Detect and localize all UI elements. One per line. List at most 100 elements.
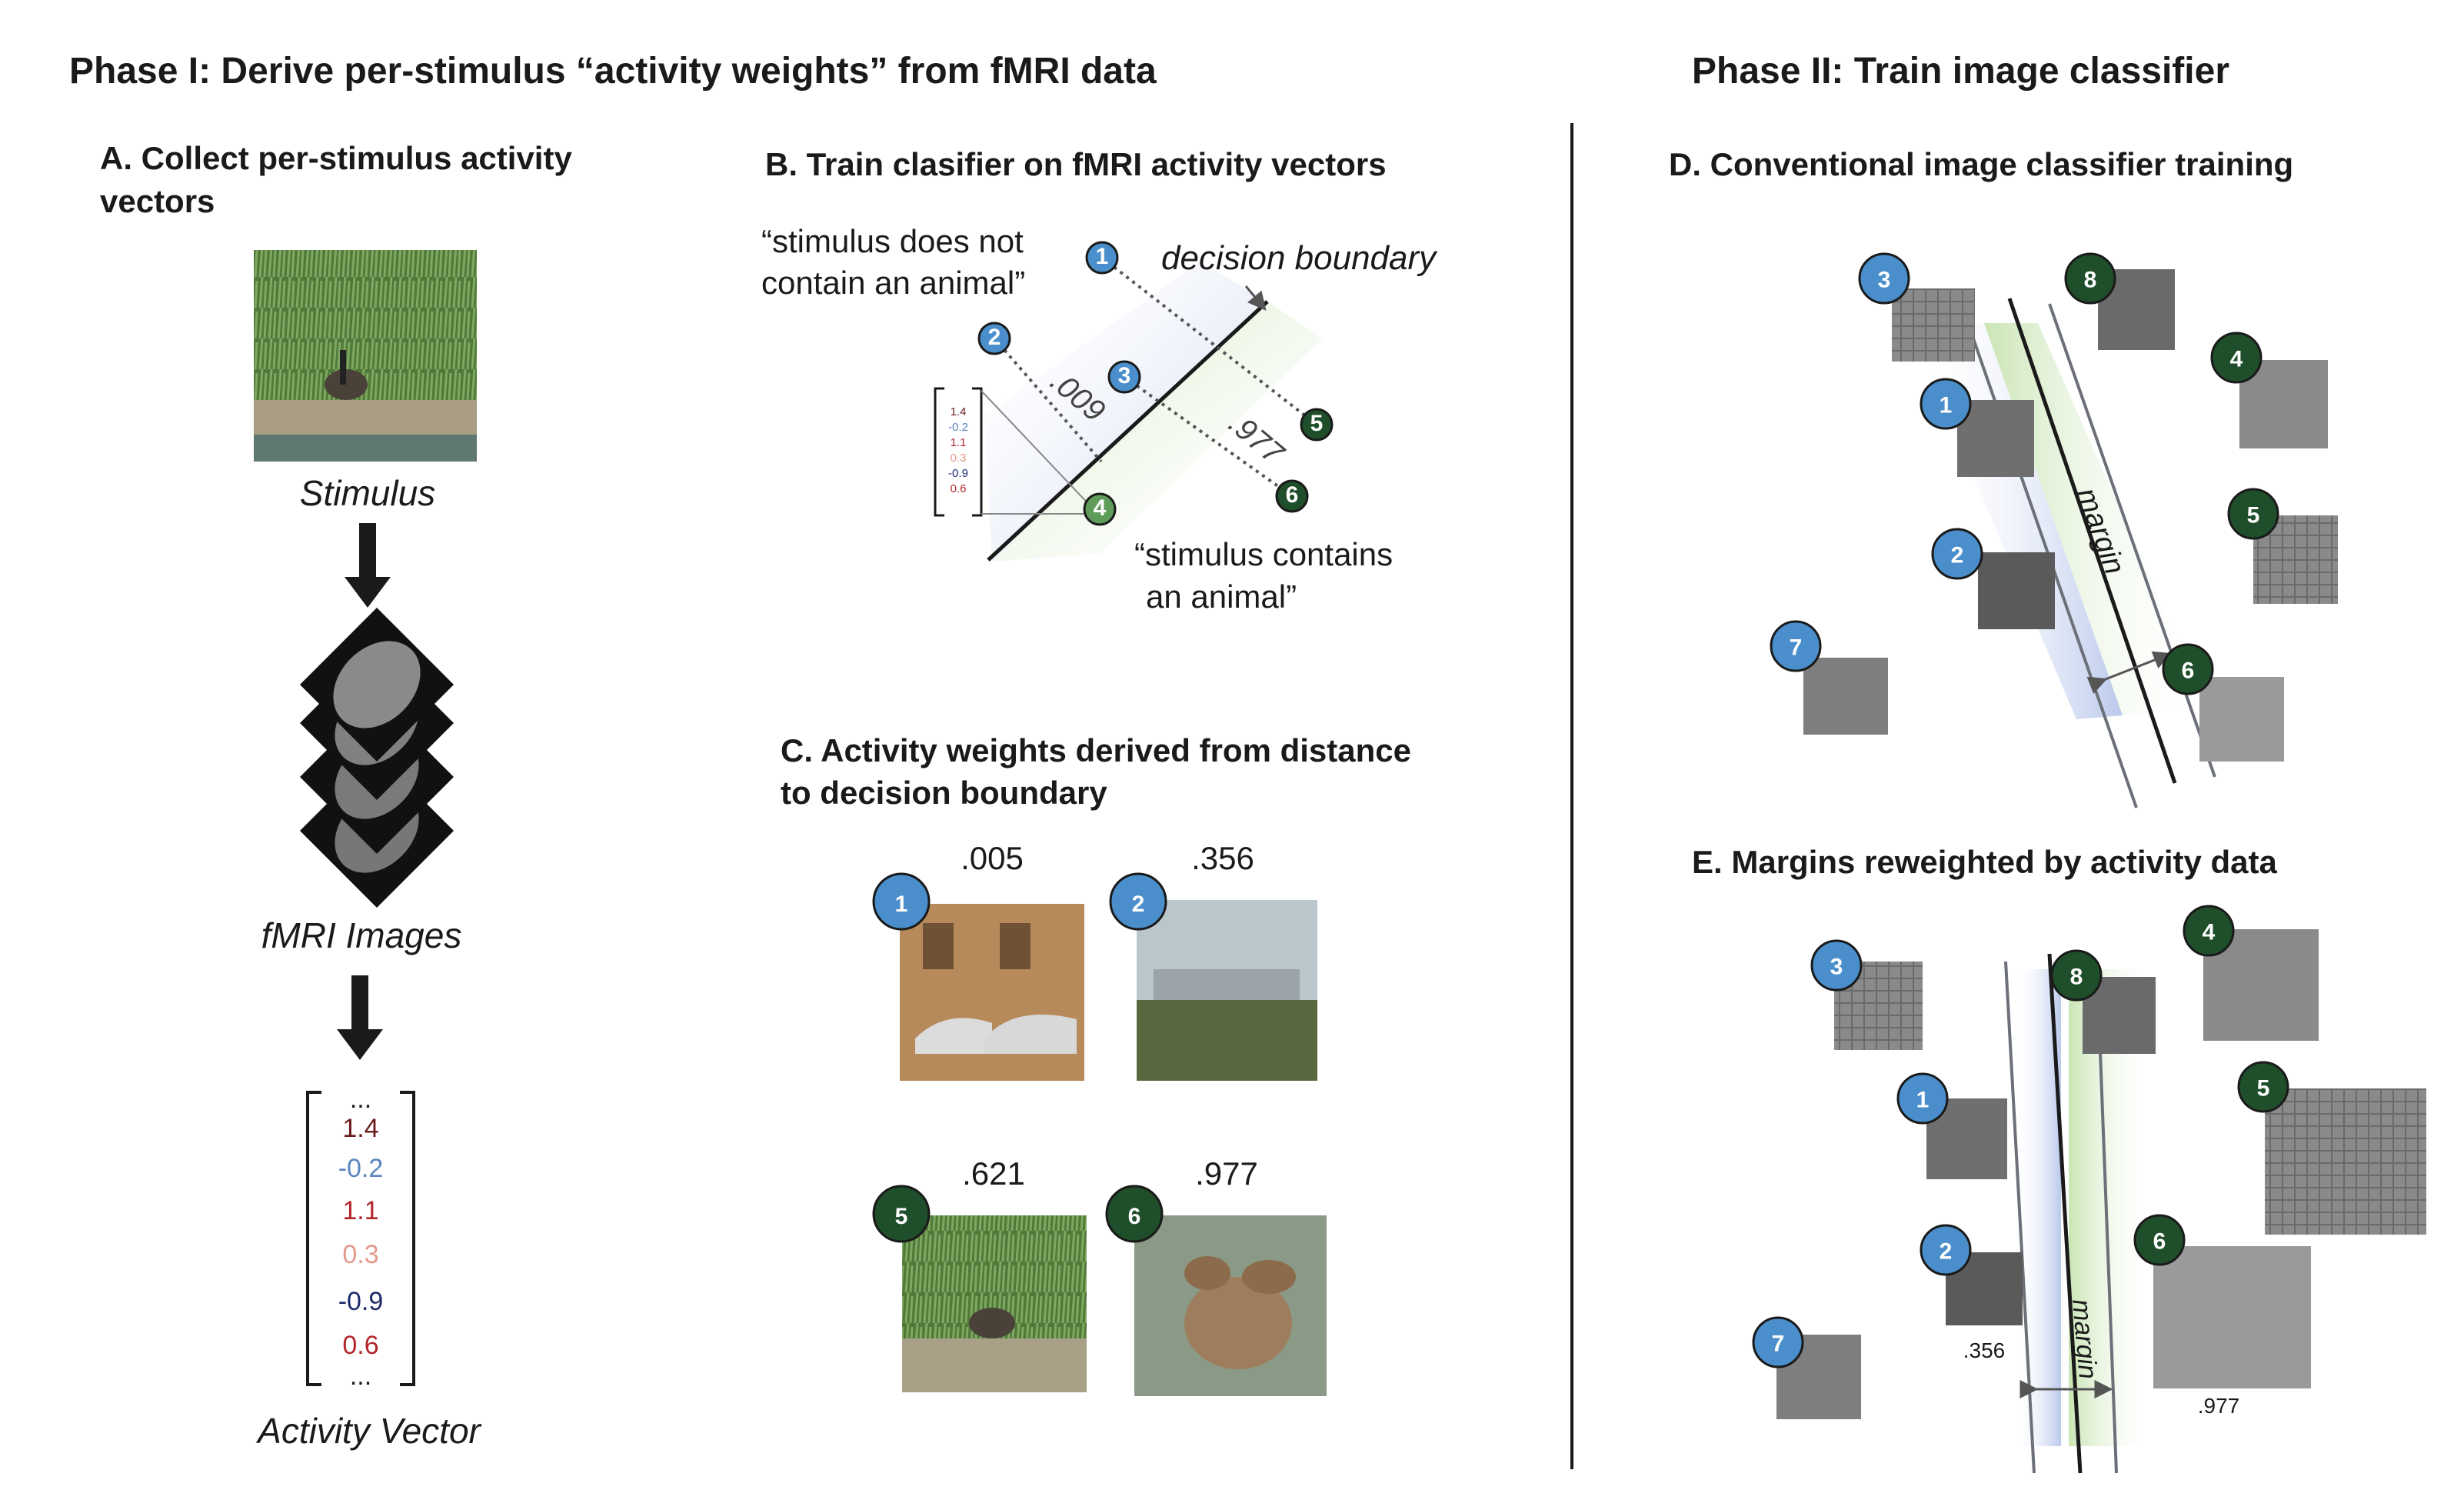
svg-text:2: 2	[1951, 543, 1964, 568]
margin-arrow-d	[2086, 651, 2173, 695]
svg-text:1: 1	[1940, 393, 1953, 418]
panel-c: C. Activity weights derived from distanc…	[781, 732, 1411, 1396]
svg-text:-0.9: -0.9	[948, 467, 968, 480]
point-badge-6: 6	[1275, 479, 1309, 513]
class-badge-6: 6	[2133, 1214, 2186, 1266]
svg-text:6: 6	[1128, 1204, 1141, 1229]
animal-label-line1: “stimulus contains	[1134, 536, 1393, 572]
class-badge-1: 1	[1920, 378, 1972, 430]
arrow-down-icon	[337, 975, 383, 1060]
mini-activity-vector: 1.4 -0.2 1.1 0.3 -0.9 0.6	[934, 387, 1093, 517]
svg-text:2: 2	[1940, 1239, 1953, 1265]
phase2-title: Phase II: Train image classifier	[1692, 51, 2229, 92]
class-badge-7: 7	[1770, 620, 1822, 672]
weight-badge-1: 1	[872, 872, 931, 931]
panel-d: D. Conventional image classifier trainin…	[1669, 146, 2338, 808]
svg-text:1.1: 1.1	[951, 436, 967, 449]
photo-1-building	[900, 904, 1084, 1081]
margin-line-right-e	[2096, 992, 2118, 1474]
svg-text:0.3: 0.3	[951, 452, 967, 465]
svg-text:2: 2	[1132, 892, 1145, 917]
panel-d-title: D. Conventional image classifier trainin…	[1669, 146, 2293, 182]
no-animal-label-line1: “stimulus does not	[761, 223, 1024, 259]
decision-boundary-label: decision boundary	[1161, 239, 1438, 277]
svg-text:5: 5	[895, 1204, 908, 1229]
vector-ellipsis-top: ...	[350, 1085, 371, 1114]
negative-region	[984, 262, 1265, 562]
phase1-title: Phase I: Derive per-stimulus “activity w…	[69, 51, 1157, 92]
weight-value-1: .005	[961, 840, 1024, 876]
animal-label-line2: an animal”	[1146, 578, 1297, 615]
vector-value: -0.2	[338, 1154, 384, 1183]
vector-value: 0.6	[342, 1331, 378, 1360]
boundary-line-d	[2007, 298, 2177, 784]
class-badge-4: 4	[2210, 332, 2263, 384]
class-badge-5: 5	[2237, 1061, 2289, 1113]
class-badge-1: 1	[1896, 1072, 1949, 1125]
weight-value-2: .356	[1191, 840, 1254, 876]
positive-region	[992, 300, 1323, 562]
fmri-stack-icon	[300, 608, 454, 908]
photo-2-greenhouse	[1137, 900, 1317, 1081]
svg-text:3: 3	[1118, 363, 1131, 388]
vector-ellipsis-bottom: ...	[350, 1362, 371, 1391]
weight-badge-6: 6	[1105, 1185, 1164, 1243]
svg-text:3: 3	[1830, 955, 1843, 980]
weight-label-2: .356	[1963, 1338, 2006, 1362]
svg-text:6: 6	[1286, 482, 1299, 508]
thumb-1-d	[1957, 400, 2034, 477]
decision-boundary-line	[987, 300, 1269, 562]
svg-text:8: 8	[2084, 268, 2097, 293]
margin-line-left-d	[1956, 292, 2138, 808]
thumb-7-d	[1803, 658, 1888, 735]
svg-text:4: 4	[2230, 347, 2243, 372]
panel-a-title-line1: A. Collect per-stimulus activity	[100, 140, 572, 176]
margin-pos-region-d	[1984, 323, 2207, 715]
svg-text:8: 8	[2070, 965, 2083, 990]
svg-text:6: 6	[2153, 1229, 2166, 1255]
svg-text:6: 6	[2182, 658, 2195, 684]
svg-text:1.4: 1.4	[951, 405, 967, 418]
panel-c-title-line1: C. Activity weights derived from distanc…	[781, 732, 1411, 768]
weight-badge-5: 5	[872, 1185, 931, 1243]
point-badge-3: 3	[1107, 360, 1141, 394]
svg-text:7: 7	[1790, 635, 1803, 661]
svg-text:7: 7	[1772, 1332, 1785, 1357]
panel-b-title: B. Train clasifier on fMRI activity vect…	[765, 146, 1387, 182]
arrow-down-icon	[345, 523, 391, 608]
class-badge-2: 2	[1931, 528, 1983, 580]
weight-badge-2: 2	[1109, 872, 1167, 931]
thumb-3-d	[1892, 288, 1975, 362]
thumb-2-d	[1978, 552, 2055, 629]
svg-text:5: 5	[2247, 503, 2260, 528]
svg-text:5: 5	[2257, 1076, 2270, 1102]
vector-value: 0.3	[342, 1240, 378, 1269]
svg-text:1: 1	[895, 892, 908, 917]
thumb-6-e	[2153, 1246, 2311, 1388]
activity-vector-label: Activity Vector	[255, 1411, 481, 1451]
class-badge-3: 3	[1858, 252, 1910, 305]
weight-label-6: .977	[2198, 1394, 2240, 1418]
boundary-pointer	[1244, 285, 1267, 311]
svg-text:5: 5	[1310, 411, 1324, 436]
point-badge-4: 4	[1083, 492, 1117, 526]
stimulus-label: Stimulus	[300, 473, 435, 513]
vector-value: 1.1	[342, 1196, 378, 1225]
svg-text:-0.2: -0.2	[948, 421, 968, 434]
photo-5-goose	[902, 1215, 1087, 1392]
fmri-label: fMRI Images	[261, 915, 462, 955]
weight-value-5: .621	[962, 1155, 1025, 1192]
vector-value: 1.4	[342, 1114, 378, 1143]
svg-text:2: 2	[988, 325, 1001, 350]
activity-vector: ... 1.4-0.21.10.3-0.90.6 ...	[306, 1085, 415, 1391]
class-badge-5: 5	[2227, 488, 2279, 540]
class-badge-8: 8	[2050, 949, 2103, 1002]
distance-line-3	[1123, 375, 1294, 498]
svg-text:4: 4	[2203, 920, 2216, 945]
point-badge-1: 1	[1085, 241, 1119, 275]
margin-label-e: margin	[2066, 1298, 2103, 1380]
class-badge-6: 6	[2162, 643, 2214, 695]
svg-text:0.6: 0.6	[951, 482, 967, 495]
point-badge-2: 2	[977, 322, 1011, 355]
panel-a: A. Collect per-stimulus activity vectors…	[100, 140, 572, 1451]
